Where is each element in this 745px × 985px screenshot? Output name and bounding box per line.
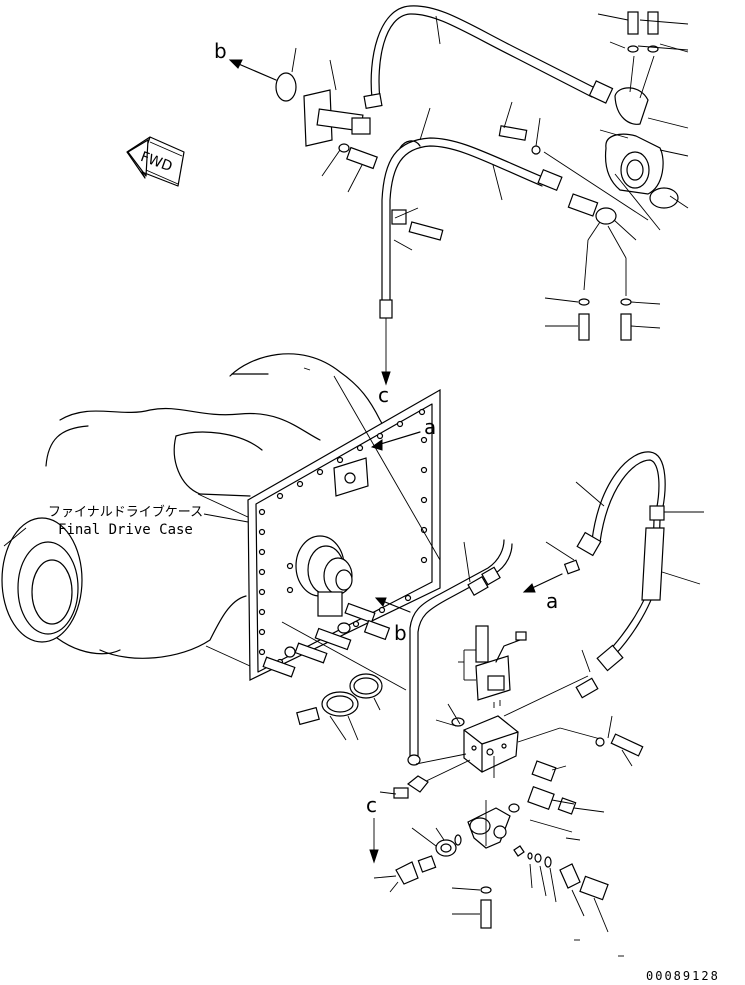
middle-hose	[379, 107, 563, 386]
arrow-a-top: a	[370, 415, 436, 451]
ref-c-bottom-label: c	[366, 793, 377, 817]
long-tube	[407, 539, 513, 766]
ref-b-top-label: b	[214, 39, 227, 63]
fwd-indicator: FWD	[126, 136, 185, 187]
arrow-c-bottom: c	[366, 793, 379, 864]
final-drive-case: ファイナルドライブケース Final Drive Case	[1, 353, 441, 691]
clamp-bolt	[391, 207, 444, 251]
arrow-b-top: b	[214, 39, 277, 81]
ref-a-bottom-label: a	[546, 589, 558, 613]
drawing-number: 00089128	[646, 969, 720, 983]
lower-fittings	[373, 760, 624, 957]
right-hose	[575, 451, 704, 672]
case-label-en: Final Drive Case	[58, 522, 193, 538]
ref-c-top-label: c	[378, 383, 389, 407]
ref-a-top-label: a	[424, 415, 436, 439]
fwd-label: FWD	[138, 149, 174, 175]
ref-b-bottom-label: b	[394, 621, 407, 645]
valve-block	[415, 649, 644, 785]
case-label-jp: ファイナルドライブケース	[48, 504, 203, 520]
top-right-fittings	[498, 11, 689, 341]
solenoid-valve	[458, 625, 527, 708]
upper-bracket-tube	[275, 47, 378, 193]
arrow-a-bottom: a	[522, 541, 581, 613]
arrow-b-bottom: b	[374, 597, 411, 645]
upper-hose	[363, 5, 614, 109]
lower-clamps	[296, 673, 383, 741]
